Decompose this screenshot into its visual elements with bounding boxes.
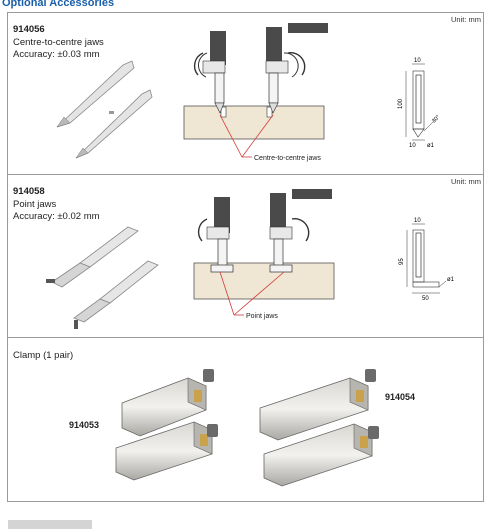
- dim-height: 100: [398, 98, 404, 109]
- jaws-figure: Point jaws 10 95 ø1 50: [46, 189, 455, 329]
- dim-width-bottom: 50: [422, 296, 429, 302]
- product-name: Centre-to-centre jaws: [13, 37, 104, 48]
- clamp-panel: Clamp (1 pair): [7, 337, 484, 502]
- clamp-figure: [115, 369, 379, 487]
- dim-tip-diameter: ø1: [427, 143, 435, 149]
- unit-label: Unit: mm: [451, 15, 481, 24]
- product-code: 914056: [13, 24, 45, 35]
- dimension-drawing: [405, 63, 435, 141]
- dim-width-top: 10: [414, 218, 421, 224]
- clamp-code-914054: 914054: [385, 392, 416, 402]
- dim-height: 95: [399, 258, 405, 265]
- caliper-jaw-right: [269, 189, 332, 273]
- unit-label: Unit: mm: [451, 177, 481, 186]
- clamp-code-914053: 914053: [69, 420, 100, 430]
- dim-width-bottom: 10: [409, 143, 416, 149]
- jaw-photo: [56, 60, 153, 159]
- clamp-title: Clamp (1 pair): [13, 350, 74, 361]
- product-accuracy: Accuracy: ±0.02 mm: [13, 211, 100, 222]
- product-name: Point jaws: [13, 199, 57, 210]
- callout-label: Centre-to-centre jaws: [254, 155, 321, 162]
- accessory-panel-914058: 914058 Point jaws Accuracy: ±0.02 mm Uni…: [7, 174, 484, 338]
- caliper-jaw-left: [197, 197, 234, 273]
- clamp-photo-914054: [259, 369, 379, 487]
- product-code: 914058: [13, 186, 45, 197]
- caliper-jaw-right: [265, 23, 328, 114]
- dimension-drawing: [406, 223, 447, 294]
- clamp-photo-914053: [115, 369, 218, 481]
- page-tab: [8, 520, 92, 529]
- dim-tip-diameter: ø1: [447, 277, 455, 283]
- product-accuracy: Accuracy: ±0.03 mm: [13, 49, 100, 60]
- dim-width-top: 10: [414, 58, 421, 64]
- jaws-figure: Centre-to-centre jaws 10 100 30° 10 ø1: [56, 23, 441, 162]
- caliper-jaw-left: [193, 31, 226, 114]
- accessory-panel-914056: 914056 Centre-to-centre jaws Accuracy: ±…: [7, 12, 484, 175]
- section-title: Optional Accessories: [2, 0, 115, 9]
- callout-lines: [219, 114, 274, 158]
- workpiece-block: [183, 105, 325, 140]
- callout-lines: [219, 271, 285, 316]
- jaw-photo: [46, 226, 159, 329]
- dim-angle: 30°: [431, 114, 441, 124]
- callout-label: Point jaws: [246, 313, 278, 320]
